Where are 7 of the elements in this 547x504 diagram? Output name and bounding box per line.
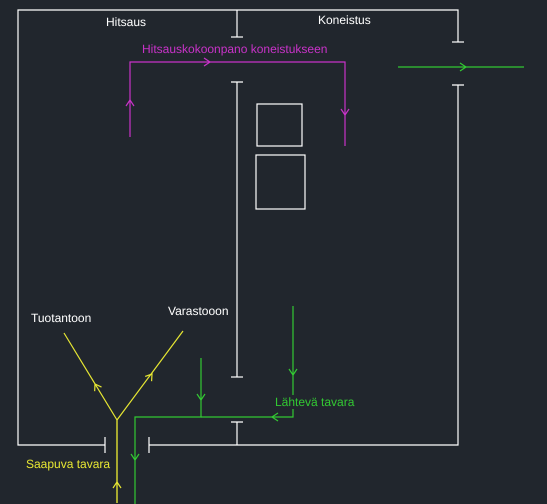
destination-label: Varastooon — [168, 304, 228, 318]
flow-label: Hitsauskokoonpano koneistukseen — [142, 42, 328, 56]
room-label: Koneistus — [318, 13, 371, 27]
room-label: Hitsaus — [106, 15, 146, 29]
destination-label: Tuotantoon — [31, 311, 92, 325]
flow-label: Lähtevä tavara — [275, 395, 354, 409]
source-label: Saapuva tavara — [26, 457, 110, 471]
